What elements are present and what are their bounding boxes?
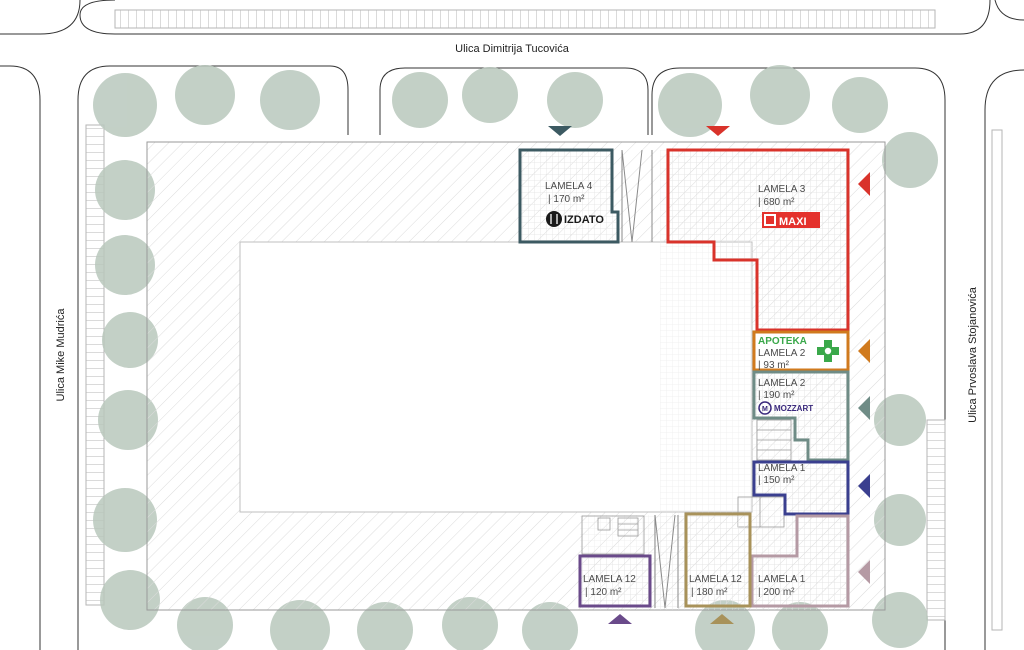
entrance-arrow-icon [858, 339, 870, 363]
lamela-4-unit[interactable]: LAMELA 4 | 170 m² IZDATO [518, 148, 620, 244]
entrance-arrow-icon [858, 172, 870, 196]
lamela-3-name: LAMELA 3 [758, 184, 806, 195]
entrance-arrow-icon [858, 560, 870, 584]
street-north-label: Ulica Dimitrija Tucovića [455, 43, 570, 55]
lamela-1b-name: LAMELA 1 [758, 574, 806, 585]
lamela-2b-name: LAMELA 2 [758, 378, 806, 389]
lamela-1a-unit[interactable]: LAMELA 1 | 150 m² [752, 460, 850, 516]
lamela-3-unit[interactable]: LAMELA 3 | 680 m² MAXI [666, 148, 850, 332]
sidewalk-east [991, 129, 1003, 631]
street-east-label: Ulica Prvoslava Stojanovića [967, 286, 979, 423]
mozzart-logo-icon: M MOZZART [758, 401, 813, 415]
entrance-arrow-icon [548, 126, 572, 136]
parking-west [85, 124, 105, 606]
lamela-2a-unit[interactable]: APOTEKA LAMELA 2 | 93 m² [752, 330, 850, 372]
lamela-1a-name: LAMELA 1 [758, 463, 806, 474]
lamela-4-name: LAMELA 4 [545, 181, 593, 192]
entrance-arrow-icon [706, 126, 730, 136]
svg-text:M: M [762, 406, 768, 413]
maxi-logo-icon: MAXI [762, 212, 820, 228]
trees [93, 65, 938, 650]
lamela-12a-name: LAMELA 12 [583, 574, 636, 585]
lamela-4-status: IZDATO [564, 214, 604, 226]
stairs-south [581, 515, 645, 555]
lamela-12b-unit[interactable]: LAMELA 12 | 180 m² [684, 512, 752, 608]
lamela-2a-area: | 93 m² [758, 360, 790, 371]
restaurant-icon [546, 211, 562, 227]
lamela-2a-name: LAMELA 2 [758, 348, 806, 359]
entrance-markers [548, 126, 870, 624]
passages [621, 149, 679, 609]
street-west-label: Ulica Mike Mudrića [55, 308, 67, 402]
lamela-1b-unit[interactable]: LAMELA 1 | 200 m² [750, 514, 850, 608]
lamela-2b-unit[interactable]: LAMELA 2 | 190 m² M MOZZART [752, 370, 850, 462]
parking-east [926, 419, 946, 621]
maxi-label: MAXI [779, 216, 807, 228]
lamela-12b-area: | 180 m² [691, 587, 728, 598]
lamela-4-area: | 170 m² [548, 194, 585, 205]
parking-north [114, 9, 936, 29]
lamela-12a-area: | 120 m² [585, 587, 622, 598]
entrance-arrow-icon [710, 614, 734, 624]
pharmacy-cross-icon [817, 340, 839, 362]
lamela-2b-area: | 190 m² [758, 390, 795, 401]
mozzart-label: MOZZART [774, 404, 813, 413]
lamela-1a-area: | 150 m² [758, 475, 795, 486]
lamela-1b-area: | 200 m² [758, 587, 795, 598]
apoteka-label: APOTEKA [758, 336, 807, 347]
lamela-3-area: | 680 m² [758, 197, 795, 208]
entrance-arrow-icon [858, 474, 870, 498]
entrance-arrow-icon [858, 396, 870, 420]
lamela-12a-unit[interactable]: LAMELA 12 | 120 m² [578, 554, 652, 608]
entrance-arrow-icon [608, 614, 632, 624]
lamela-12b-name: LAMELA 12 [689, 574, 742, 585]
